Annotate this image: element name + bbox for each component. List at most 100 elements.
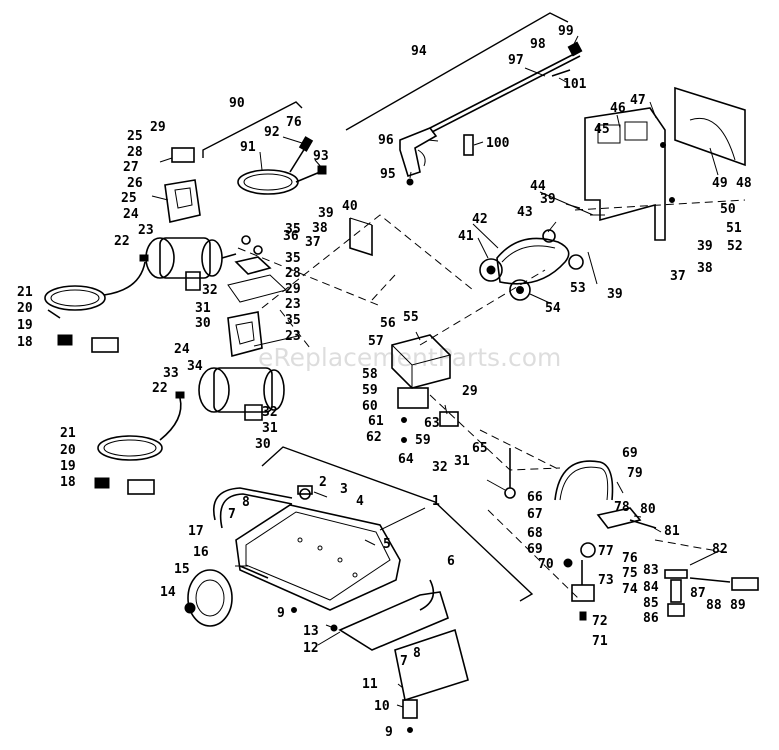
callout-2: 2	[319, 475, 327, 490]
callout-30-low: 30	[255, 437, 271, 452]
callout-35-c: 35	[285, 313, 301, 328]
bolt-9a	[291, 607, 297, 613]
motor-housing-lower	[213, 367, 273, 413]
callout-20-low: 20	[60, 443, 76, 458]
callout-87: 87	[690, 586, 706, 601]
switch-plug-89	[731, 577, 759, 591]
callout-4: 4	[356, 494, 364, 509]
callout-65: 65	[472, 441, 488, 456]
pump-body-57	[391, 334, 451, 389]
callout-22-top: 22	[114, 234, 130, 249]
callout-60: 60	[362, 399, 378, 414]
callout-31-low: 31	[262, 421, 278, 436]
callout-13: 13	[303, 624, 319, 639]
callout-21-top: 21	[17, 285, 33, 300]
unloader-hose-group	[504, 448, 759, 621]
lower-electric-motor	[198, 311, 285, 421]
callout-80: 80	[640, 502, 656, 517]
callout-33: 33	[163, 366, 179, 381]
callout-84: 84	[643, 580, 659, 595]
callout-36: 36	[283, 229, 299, 244]
callout-40: 40	[342, 199, 358, 214]
callout-51: 51	[726, 221, 742, 236]
callout-16: 16	[193, 545, 209, 560]
handle-17	[213, 487, 293, 521]
callout-8-low: 8	[413, 646, 421, 661]
dash-guide-h	[487, 509, 581, 601]
callout-76-low: 76	[622, 551, 638, 566]
grommet-35a	[241, 235, 251, 245]
pump-pulley-54	[509, 279, 531, 301]
outlet-tube-81	[629, 519, 657, 529]
motor-pulley-hub	[486, 265, 496, 275]
callout-48: 48	[736, 176, 752, 191]
cart-frame	[184, 485, 469, 733]
guard-cover-plate	[674, 86, 746, 167]
callout-72: 72	[592, 614, 608, 629]
motor-frontcap-upper	[201, 239, 223, 277]
cord-lead-upper	[103, 261, 146, 296]
dash-guide-a	[261, 214, 474, 309]
callout-76: 76	[286, 115, 302, 130]
callout-69-a: 69	[622, 446, 638, 461]
callout-89: 89	[730, 598, 746, 613]
guard-window-a	[597, 124, 621, 144]
callout-58: 58	[362, 367, 378, 382]
callout-25-mid: 25	[121, 191, 137, 206]
watermark-text: eReplacementParts.com	[258, 343, 561, 372]
callout-96: 96	[378, 133, 394, 148]
callout-9-mid: 9	[277, 606, 285, 621]
guard-window-b	[624, 121, 648, 141]
callout-29-top: 29	[150, 120, 166, 135]
hose-assembly	[237, 136, 327, 195]
pressure-switch-83	[664, 569, 688, 579]
callout-29-low: 29	[462, 384, 478, 399]
callout-14: 14	[160, 585, 176, 600]
callout-24-top: 24	[123, 207, 139, 222]
power-cord-upper	[44, 254, 149, 353]
dash-guide-c	[279, 309, 311, 349]
upper-electric-motor	[145, 147, 237, 291]
callout-23-low: 23	[285, 329, 301, 344]
bracket-1	[261, 446, 534, 602]
spray-gun-body	[399, 127, 438, 178]
wand-tube	[429, 51, 579, 129]
callout-97: 97	[508, 53, 524, 68]
callout-18-low: 18	[60, 475, 76, 490]
callout-94: 94	[411, 44, 427, 59]
callout-3: 3	[340, 482, 348, 497]
gun-fitting-95	[406, 178, 414, 186]
callout-44: 44	[530, 179, 546, 194]
hose-fitting-92	[298, 136, 314, 152]
spray-wand-assembly	[399, 41, 583, 186]
callout-77: 77	[598, 544, 614, 559]
callout-10: 10	[374, 699, 390, 714]
high-pressure-hose-79	[554, 460, 614, 501]
guard-screw-50	[660, 142, 666, 148]
guard-screw-51	[669, 197, 675, 203]
callout-55: 55	[403, 310, 419, 325]
pressure-switch-body-85	[670, 579, 682, 603]
motor-endcap-lower	[198, 367, 230, 413]
switch-box-lower	[227, 311, 263, 358]
callout-9-low: 9	[385, 725, 393, 740]
fitting-70	[563, 558, 573, 568]
callout-61: 61	[368, 414, 384, 429]
callout-59-a: 59	[362, 383, 378, 398]
motor-shaft-upper	[221, 253, 237, 259]
callout-75: 75	[622, 566, 638, 581]
callout-23-mid: 23	[285, 297, 301, 312]
callout-95: 95	[380, 167, 396, 182]
callout-32-top: 32	[202, 283, 218, 298]
pump-valve-63	[439, 411, 459, 427]
callout-54: 54	[545, 301, 561, 316]
callout-7-top: 7	[228, 507, 236, 522]
callout-68: 68	[527, 526, 543, 541]
callout-28-top: 28	[127, 145, 143, 160]
callout-21-low: 21	[60, 426, 76, 441]
pump-bolt-61	[401, 417, 407, 423]
pulley-key-53	[568, 254, 584, 270]
callout-99: 99	[558, 24, 574, 39]
pressure-switch-base-86	[667, 603, 685, 617]
